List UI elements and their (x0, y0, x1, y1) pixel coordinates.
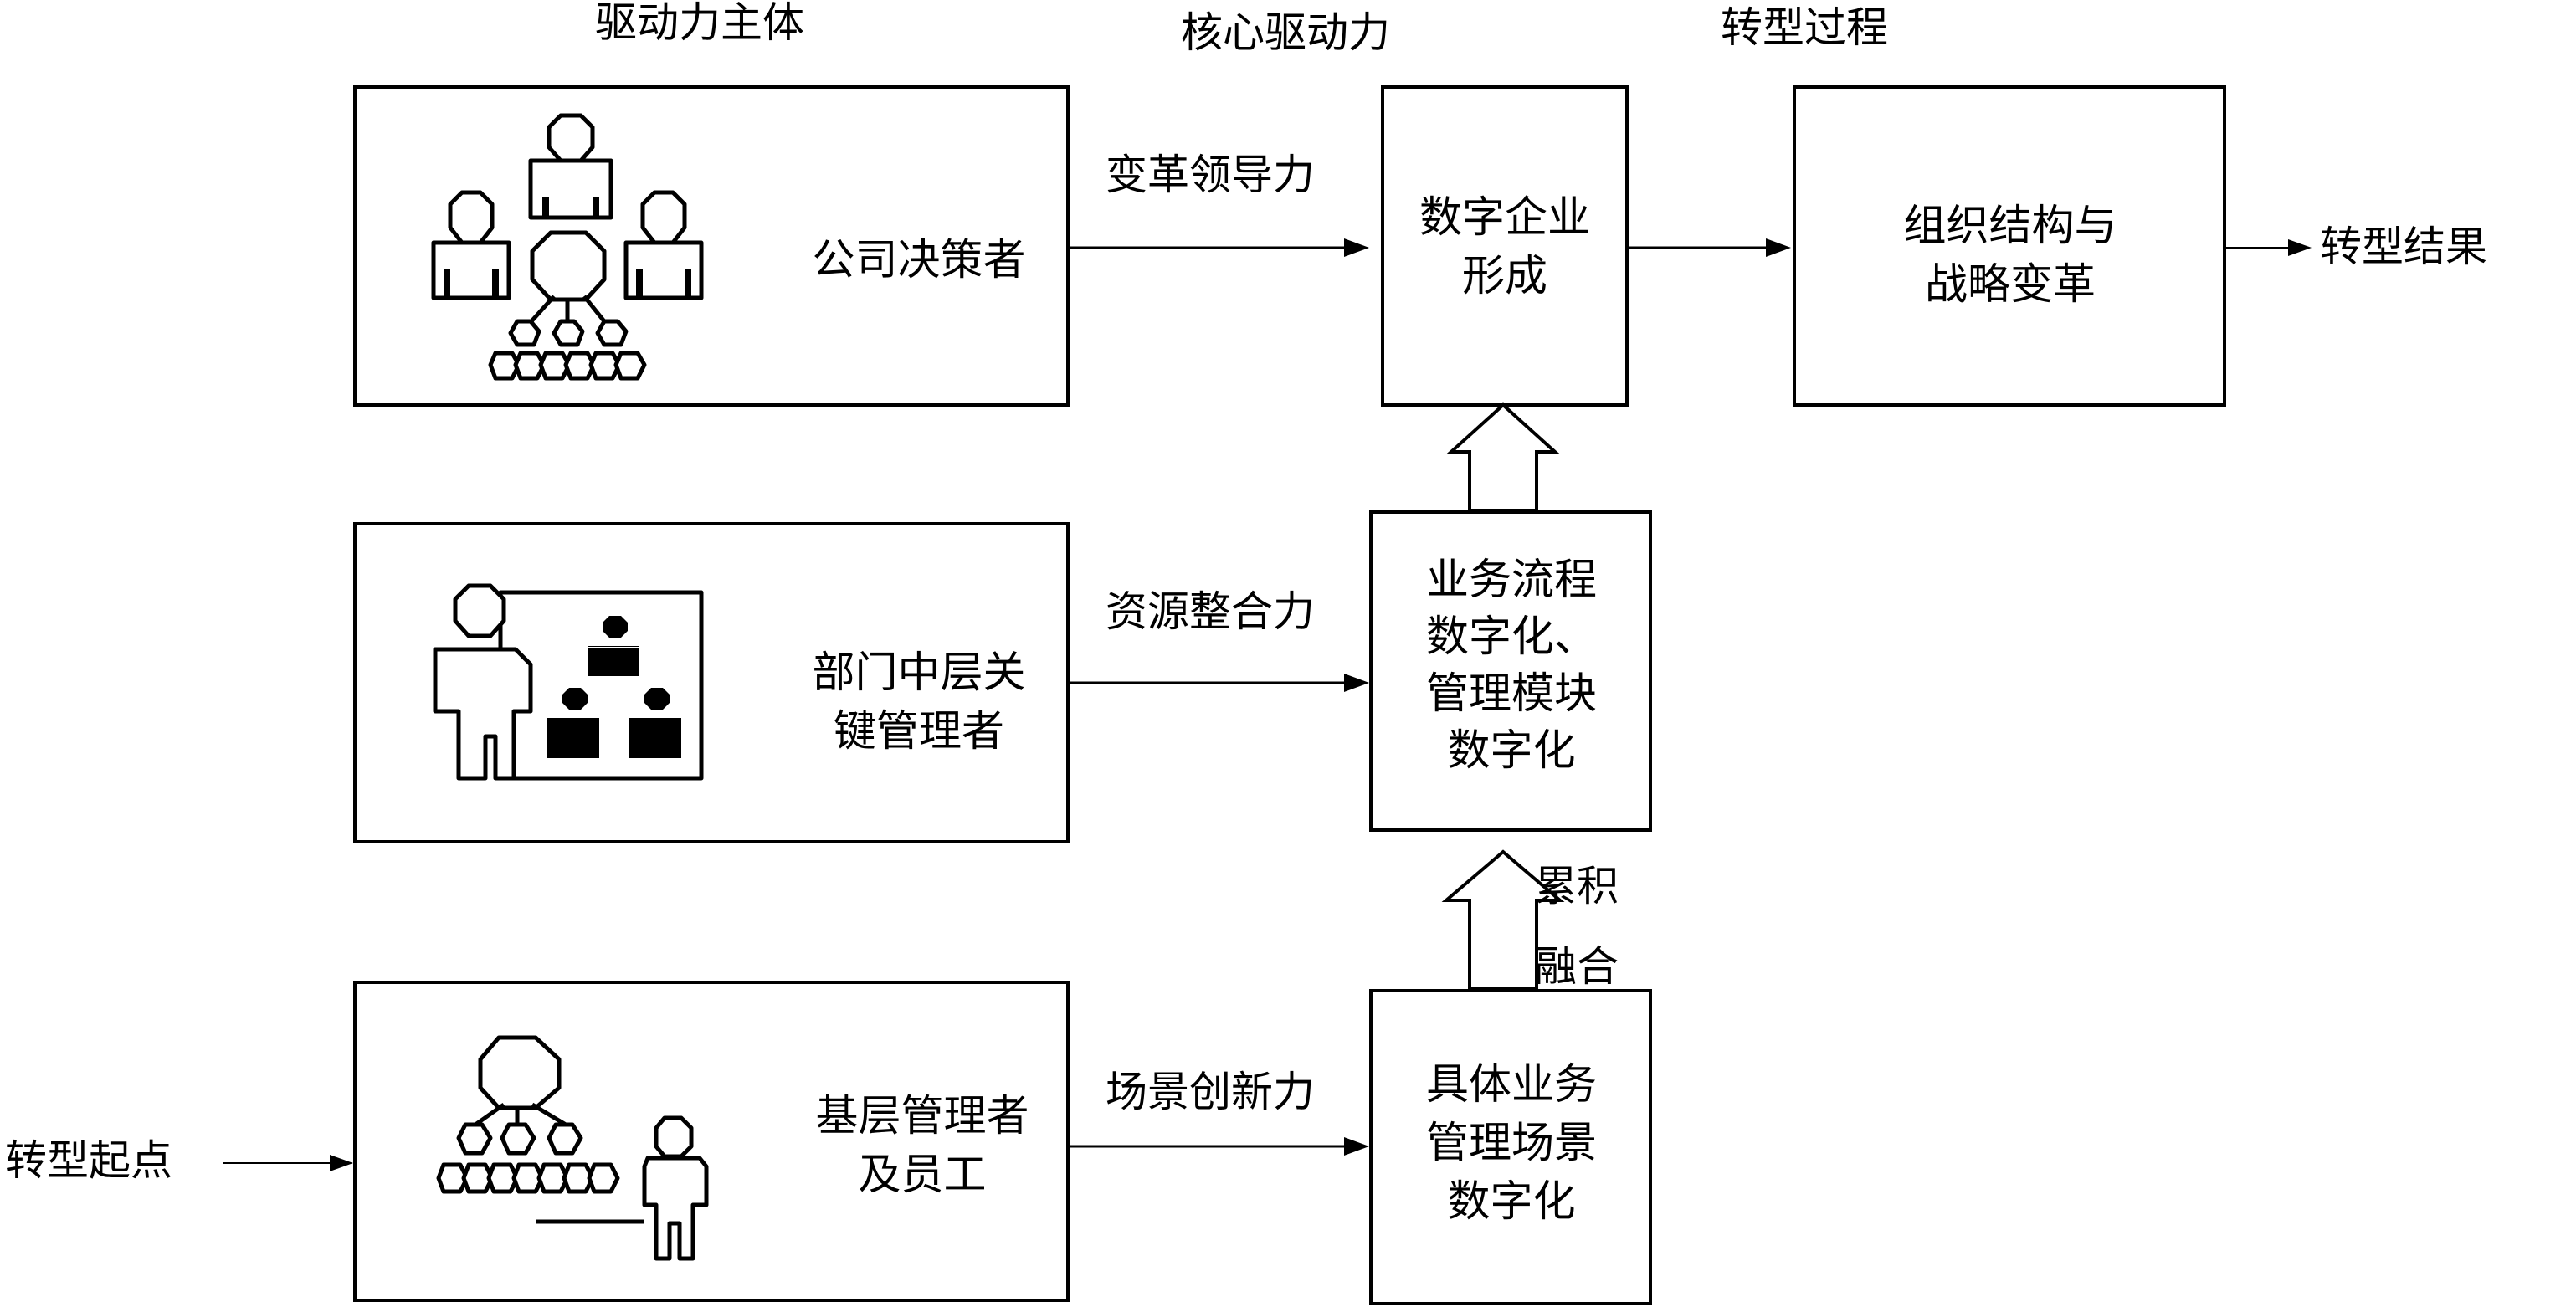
arrow-bottom (1068, 1137, 1369, 1156)
block-arrow-lower (1441, 849, 1565, 991)
block-arrow-upper (1446, 402, 1560, 512)
force-label-bottom: 场景创新力 (1106, 1068, 1315, 1116)
actor-label-middle: 部门中层关 键管理者 (812, 648, 1026, 756)
arrow-to-result (2224, 239, 2312, 256)
scene-digitalization-label: 具体业务 管理场景 数字化 (1425, 1060, 1598, 1227)
force-label-top: 变革领导力 (1106, 151, 1315, 199)
decision-makers-icon (431, 113, 704, 381)
header-process: 转型过程 (1721, 3, 1888, 52)
actor-box-bottom (353, 981, 1070, 1302)
actor-label-bottom: 基层管理者 及员工 (815, 1092, 1029, 1200)
actor-box-top (353, 85, 1070, 407)
arrow-middle (1068, 674, 1369, 692)
result-label: 转型结果 (2320, 223, 2487, 271)
box-org-change (1793, 85, 2226, 407)
header-core-forces: 核心驱动力 (1181, 8, 1390, 57)
header-drivers: 驱动力主体 (595, 0, 804, 47)
force-label-middle: 资源整合力 (1106, 587, 1315, 636)
arrow-top (1068, 238, 1369, 257)
presentation-icon (433, 583, 704, 781)
org-change-label: 组织结构与 战略变革 (1903, 202, 2117, 310)
fuse-label: 融合 (1535, 942, 1619, 991)
frontline-staff-icon (436, 1035, 709, 1261)
arrow-to-org-change (1627, 238, 1791, 257)
digital-enterprise-label: 数字企业 形成 (1419, 193, 1591, 301)
arrow-from-start (223, 1155, 353, 1171)
start-label: 转型起点 (5, 1136, 172, 1185)
actor-label-top: 公司决策者 (812, 236, 1026, 285)
process-digitalization-label: 业务流程 数字化、 管理模块 数字化 (1425, 556, 1598, 776)
accumulate-label: 累积 (1535, 862, 1619, 910)
